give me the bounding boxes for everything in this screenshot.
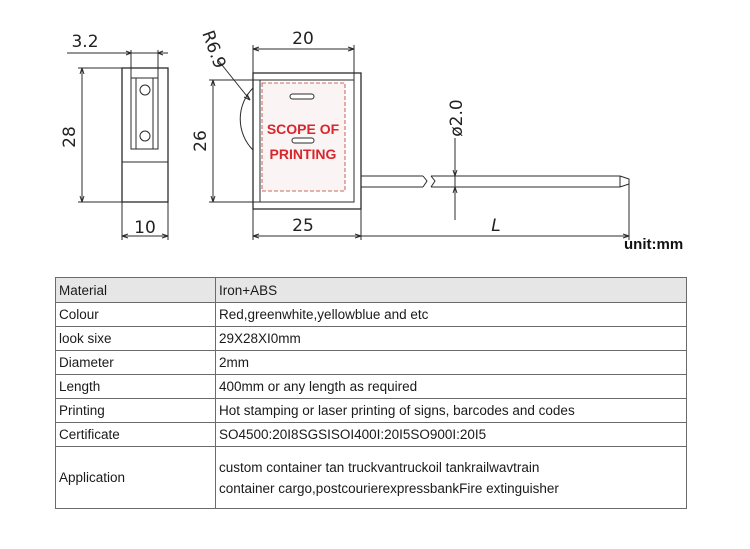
technical-drawing: SCOPE OF PRINTING 3.2 28 10 R6.9 20 26 2…: [60, 28, 683, 253]
dim-body-width: 25: [292, 216, 314, 236]
row-label: Certificate: [55, 422, 216, 447]
row-value: Hot stamping or laser printing of signs,…: [215, 398, 687, 423]
table-row: Certificate SO4500:20I8SGSISOI400I:20I5S…: [55, 422, 687, 447]
front-view-radius-arc: [239, 87, 254, 151]
cable-end: [619, 175, 630, 188]
slot-middle: [291, 137, 315, 144]
scope-label-line2: PRINTING: [270, 146, 337, 162]
table-row: Printing Hot stamping or laser printing …: [55, 398, 687, 423]
dim-top-width: 20: [292, 29, 314, 49]
dim-height-left: 28: [60, 126, 80, 148]
side-view-hole-bottom: [139, 130, 151, 142]
front-view-inner: [259, 79, 355, 203]
dim-height-front: 26: [191, 130, 211, 152]
front-view-body: [252, 72, 362, 210]
dim-length: L: [491, 216, 500, 236]
row-label: Colour: [55, 302, 216, 327]
table-row: Length 400mm or any length as required: [55, 374, 687, 399]
side-view-body: [121, 67, 169, 203]
dim-radius: R6.9: [197, 28, 229, 71]
row-value: 400mm or any length as required: [215, 374, 687, 399]
row-value: custom container tan truckvantruckoil ta…: [215, 446, 687, 509]
spec-table: Material Iron+ABS Colour Red,greenwhite,…: [55, 277, 687, 509]
row-label: Material: [55, 277, 216, 303]
table-row: Colour Red,greenwhite,yellowblue and etc: [55, 302, 687, 327]
table-row-application: Application custom container tan truckva…: [55, 446, 687, 509]
dim-depth: 10: [134, 218, 156, 238]
table-row: Diameter 2mm: [55, 350, 687, 375]
row-value: Iron+ABS: [215, 277, 687, 303]
table-row: look sixe 29X28XI0mm: [55, 326, 687, 351]
application-line-1: custom container tan truckvantruckoil ta…: [219, 459, 540, 475]
row-label: Application: [55, 446, 216, 509]
printing-scope-area: [261, 82, 346, 192]
dim-diameter: ø2.0: [447, 99, 467, 136]
row-value: 2mm: [215, 350, 687, 375]
side-view-slot: [130, 77, 159, 150]
scope-label-line1: SCOPE OF: [267, 121, 340, 137]
slot-top: [289, 93, 315, 100]
row-value: Red,greenwhite,yellowblue and etc: [215, 302, 687, 327]
row-value: SO4500:20I8SGSISOI400I:20I5SO900I:20I5: [215, 422, 687, 447]
unit-label: unit:mm: [624, 236, 683, 253]
row-label: Diameter: [55, 350, 216, 375]
row-value: 29X28XI0mm: [215, 326, 687, 351]
side-view-hole-top: [139, 84, 151, 96]
dim-pin-width: 3.2: [71, 32, 98, 52]
application-line-2: container cargo,postcourierexpressbankFi…: [219, 480, 559, 496]
table-row: Material Iron+ABS: [55, 277, 687, 303]
row-label: look sixe: [55, 326, 216, 351]
row-label: Printing: [55, 398, 216, 423]
row-label: Length: [55, 374, 216, 399]
